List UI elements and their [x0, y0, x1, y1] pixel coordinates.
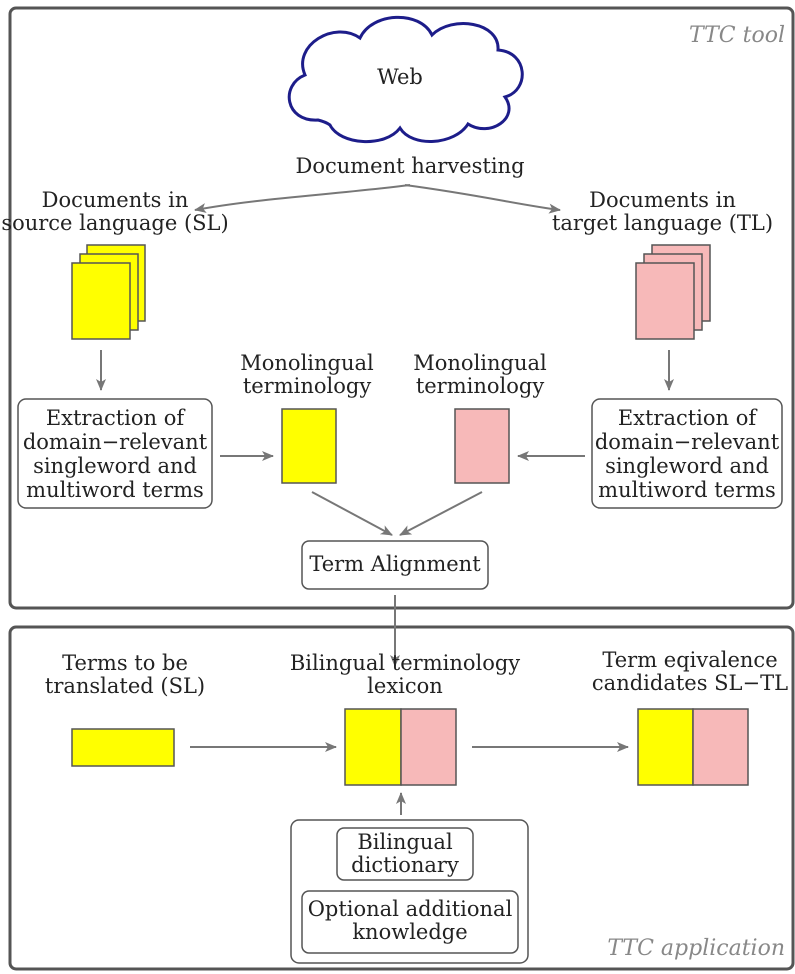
source-docs-line2: source language (SL): [1, 211, 229, 235]
extraction-sl-line3: singleword and: [33, 454, 197, 478]
ttc-tool-panel: [8, 6, 795, 610]
bilingual-dictionary-box: [336, 827, 474, 881]
candidates-tl-half: [692, 708, 749, 786]
mono-tl-label: Monolingual terminology: [405, 352, 555, 398]
mono-tl-line2: terminology: [415, 374, 545, 398]
dictionary-line2: dictionary: [351, 853, 459, 877]
web-label: Web: [377, 65, 423, 89]
arrow-mono-tl-to-alignment: [399, 491, 483, 536]
arrow-mono-sl-to-alignment: [311, 491, 393, 536]
extraction-tl-line4: multiword terms: [598, 478, 776, 502]
term-alignment-label: Term Alignment: [309, 552, 481, 576]
terms-input-box: [71, 728, 175, 767]
mono-tl-document: [454, 408, 510, 484]
terms-input-line1: Terms to be: [62, 651, 188, 675]
dictionary-line1: Bilingual: [357, 830, 453, 854]
extraction-sl-line2: domain−relevant: [22, 430, 208, 454]
candidates-sl-half: [637, 708, 694, 786]
document-harvesting-label: Document harvesting: [295, 154, 525, 178]
lexicon-line1: Bilingual terminology: [289, 651, 521, 675]
optional-knowledge-box: [301, 890, 519, 954]
target-docs-line2: target language (TL): [551, 211, 774, 235]
terms-input-label: Terms to be translated (SL): [40, 652, 210, 698]
lexicon-label: Bilingual terminology lexicon: [280, 652, 530, 698]
mono-sl-document: [281, 408, 337, 484]
web-cloud-icon: [287, 15, 524, 143]
mono-sl-label: Monolingual terminology: [232, 352, 382, 398]
optional-knowledge-label: Optional additional knowledge: [302, 898, 518, 944]
extraction-sl-line4: multiword terms: [26, 478, 204, 502]
target-docs-label: Documents in target language (TL): [545, 189, 780, 235]
mono-tl-line1: Monolingual: [413, 351, 547, 375]
extraction-tl-box: [591, 398, 783, 509]
term-alignment-box: [301, 540, 489, 590]
extraction-tl-line2: domain−relevant: [594, 430, 780, 454]
extraction-sl-box: [17, 398, 213, 509]
tl-document-page: [635, 262, 695, 340]
bilingual-dictionary-label: Bilingual dictionary: [337, 831, 473, 877]
lexicon-tl-half: [400, 708, 457, 786]
mono-sl-line2: terminology: [242, 374, 372, 398]
terms-input-line2: translated (SL): [44, 674, 206, 698]
extraction-tl-text: Extraction of domain−relevant singleword…: [592, 406, 782, 502]
knowledge-line1: Optional additional: [307, 897, 513, 921]
extraction-tl-line1: Extraction of: [617, 406, 757, 430]
lexicon-sl-half: [344, 708, 402, 786]
ttc-application-label: TTC application: [607, 936, 785, 961]
extraction-tl-line3: singleword and: [605, 454, 769, 478]
arrow-harvest-to-sl: [194, 184, 411, 213]
extraction-sl-text: Extraction of domain−relevant singleword…: [18, 406, 212, 502]
ttc-application-panel: [8, 625, 795, 971]
candidates-line1: Term eqivalence: [602, 648, 778, 672]
candidates-line2: candidates SL−TL: [591, 671, 789, 695]
sl-document-page: [71, 262, 131, 340]
mono-sl-line1: Monolingual: [240, 351, 374, 375]
candidates-label: Term eqivalence candidates SL−TL: [585, 649, 795, 695]
lexicon-line2: lexicon: [367, 674, 443, 698]
knowledge-line2: knowledge: [352, 920, 468, 944]
source-docs-label: Documents in source language (SL): [0, 189, 230, 235]
ttc-tool-label: TTC tool: [689, 23, 785, 48]
source-docs-line1: Documents in: [41, 188, 189, 212]
target-docs-line1: Documents in: [589, 188, 736, 212]
arrow-harvest-to-tl: [404, 184, 561, 214]
extraction-sl-line1: Extraction of: [45, 406, 185, 430]
